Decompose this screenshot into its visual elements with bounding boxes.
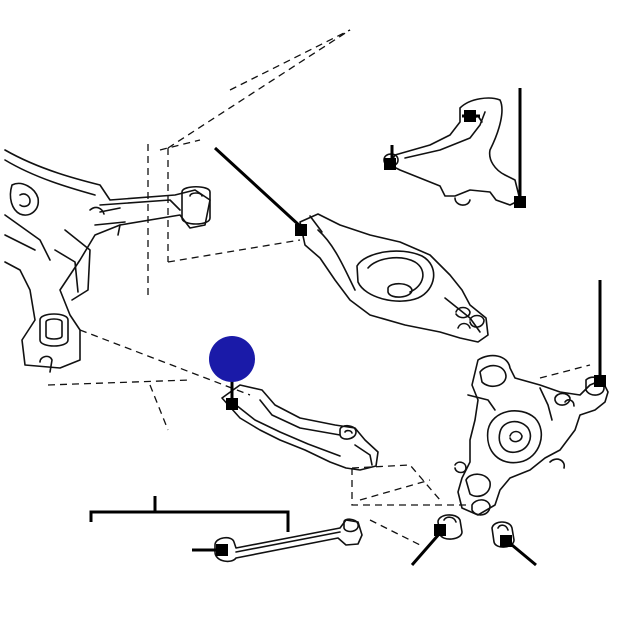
callout-square-upper-link-mount — [464, 110, 476, 122]
callout-square-knuckle-lower-bushing-b — [500, 535, 512, 547]
knuckle-hub-carrier — [454, 354, 609, 516]
loose-bushing-lower-right — [491, 521, 515, 548]
callout-square-knuckle-lower-bushing-a — [434, 524, 446, 536]
callout-square-upper-arm-inner-joint — [384, 158, 396, 170]
leader-line — [410, 532, 442, 566]
group-bracket — [89, 496, 290, 532]
callout-leaders — [192, 88, 606, 567]
subframe-ghost-outline — [47, 29, 591, 546]
subframe-crossmember — [4, 149, 211, 373]
lower-control-arm — [299, 213, 489, 343]
upper-control-arm — [383, 97, 521, 206]
callout-square-front-crossmember-mount — [295, 224, 307, 236]
callout-square-upper-arm-outer-joint — [514, 196, 526, 208]
tension-rod — [214, 518, 363, 563]
highlight-marker[interactable] — [209, 336, 255, 382]
callout-square-tension-rod-end — [216, 544, 228, 556]
loose-bushing-lower-left — [437, 514, 463, 540]
callout-square-lower-link-inner-bushing — [226, 398, 238, 410]
callout-square-knuckle-upper-bushing — [594, 375, 606, 387]
lower-link-arm — [221, 384, 379, 471]
leader-line — [213, 146, 302, 228]
